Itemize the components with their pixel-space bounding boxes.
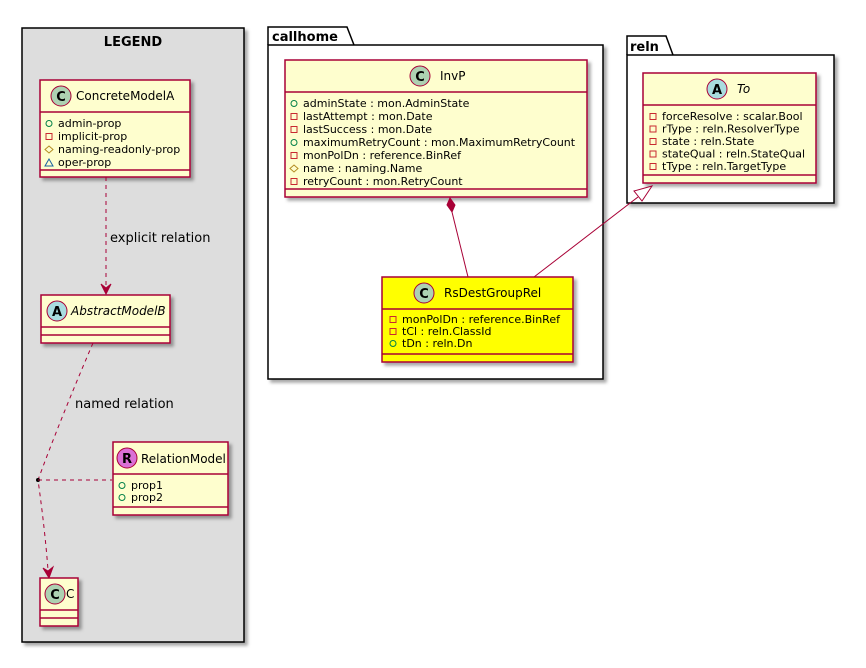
svg-text:C: C bbox=[419, 287, 429, 302]
attribute-text: monPolDn : reference.BinRef bbox=[402, 313, 561, 326]
generalization-edge[interactable] bbox=[533, 196, 639, 278]
visibility-private-icon bbox=[290, 178, 298, 185]
attribute-text: naming-readonly-prop bbox=[58, 143, 180, 156]
abstract-model-b-name: AbstractModelB bbox=[70, 304, 166, 318]
callhome-package: callhome C InvP adminState : mon.AdminSt… bbox=[267, 26, 604, 380]
rsdestgrouprel-name: RsDestGroupRel bbox=[444, 286, 541, 300]
reln-package-tab bbox=[626, 35, 674, 56]
c-name: C bbox=[66, 587, 74, 601]
attribute-text: state : reln.State bbox=[662, 135, 754, 148]
attribute-text: rType : reln.ResolverType bbox=[662, 123, 800, 136]
class-c-icon: C bbox=[50, 85, 72, 107]
svg-text:R: R bbox=[122, 452, 132, 467]
svg-text:C: C bbox=[50, 588, 60, 603]
attribute-text: admin-prop bbox=[58, 117, 121, 130]
attribute-text: monPolDn : reference.BinRef bbox=[303, 149, 462, 162]
class-c-icon: C bbox=[409, 65, 431, 87]
visibility-protected-icon bbox=[289, 164, 299, 173]
explicit-relation-label: explicit relation bbox=[110, 231, 210, 246]
svg-text:C: C bbox=[415, 70, 425, 85]
svg-text:C: C bbox=[56, 90, 66, 105]
visibility-private-icon bbox=[649, 163, 657, 170]
visibility-protected-icon bbox=[44, 145, 54, 154]
svg-text:A: A bbox=[712, 83, 722, 98]
svg-text:A: A bbox=[52, 305, 62, 320]
relation-model-class[interactable] bbox=[112, 441, 229, 516]
visibility-private-icon bbox=[290, 113, 298, 120]
attribute-text: adminState : mon.AdminState bbox=[303, 97, 470, 110]
legend-group: LEGEND C ConcreteModelA admin-propimplic… bbox=[21, 27, 245, 643]
visibility-private-icon bbox=[649, 150, 657, 158]
visibility-private-icon bbox=[45, 133, 53, 140]
visibility-public-icon bbox=[290, 100, 298, 107]
visibility-public-icon bbox=[290, 139, 298, 146]
visibility-private-icon bbox=[290, 126, 298, 133]
to-name: To bbox=[737, 82, 750, 96]
visibility-package-icon bbox=[44, 157, 54, 167]
attribute-text: tCl : reln.ClassId bbox=[402, 325, 492, 338]
callhome-package-name: callhome bbox=[272, 30, 338, 45]
visibility-private-icon bbox=[290, 152, 298, 159]
named-relation-label: named relation bbox=[75, 397, 174, 412]
visibility-private-icon bbox=[649, 138, 657, 145]
visibility-public-icon bbox=[389, 340, 397, 347]
composition-edge[interactable] bbox=[451, 211, 469, 278]
attribute-text: prop1 bbox=[131, 479, 163, 492]
class-c-icon: C bbox=[44, 583, 66, 605]
composition-diamond bbox=[446, 196, 456, 214]
attribute-text: lastSuccess : mon.Date bbox=[303, 123, 432, 136]
visibility-public-icon bbox=[45, 120, 53, 127]
reln-package: reln A To forceResolve : scalar.BoolrTyp… bbox=[626, 35, 835, 204]
attribute-text: lastAttempt : mon.Date bbox=[303, 110, 433, 123]
visibility-private-icon bbox=[649, 113, 657, 120]
named-relation-edge[interactable] bbox=[37, 342, 94, 571]
attribute-text: retryCount : mon.RetryCount bbox=[303, 175, 463, 188]
concrete-model-a-name: ConcreteModelA bbox=[76, 89, 175, 103]
attribute-text: oper-prop bbox=[58, 156, 111, 169]
attribute-text: prop2 bbox=[131, 491, 163, 504]
visibility-private-icon bbox=[649, 125, 657, 133]
callhome-package-tab bbox=[267, 26, 355, 46]
attribute-text: forceResolve : scalar.Bool bbox=[662, 110, 803, 123]
attribute-text: implicit-prop bbox=[58, 130, 127, 143]
reln-package-name: reln bbox=[630, 40, 659, 55]
abstract-a-icon: A bbox=[46, 300, 68, 322]
relation-r-icon: R bbox=[116, 447, 138, 469]
invp-name: InvP bbox=[440, 69, 465, 83]
named-relation-arrowhead bbox=[42, 565, 55, 580]
abstract-a-icon: A bbox=[706, 78, 728, 100]
invp-class[interactable] bbox=[284, 59, 588, 198]
to-class[interactable] bbox=[642, 72, 817, 184]
class-c-icon: C bbox=[413, 282, 435, 304]
attribute-text: tDn : reln.Dn bbox=[402, 337, 472, 350]
visibility-public-icon bbox=[118, 494, 126, 501]
generalization-arrowhead bbox=[633, 185, 654, 202]
attribute-text: maximumRetryCount : mon.MaximumRetryCoun… bbox=[303, 136, 576, 149]
attribute-text: name : naming.Name bbox=[303, 162, 423, 175]
concrete-model-a-attrs: admin-propimplicit-propnaming-readonly-p… bbox=[44, 117, 180, 169]
attribute-text: tType : reln.TargetType bbox=[662, 160, 786, 173]
legend-title: LEGEND bbox=[104, 35, 163, 50]
explicit-relation-arrowhead bbox=[100, 283, 112, 296]
visibility-public-icon bbox=[118, 482, 126, 489]
visibility-private-icon bbox=[389, 316, 397, 323]
relation-model-name: RelationModel bbox=[141, 452, 226, 466]
visibility-private-icon bbox=[389, 328, 397, 335]
attribute-text: stateQual : reln.StateQual bbox=[662, 148, 805, 161]
